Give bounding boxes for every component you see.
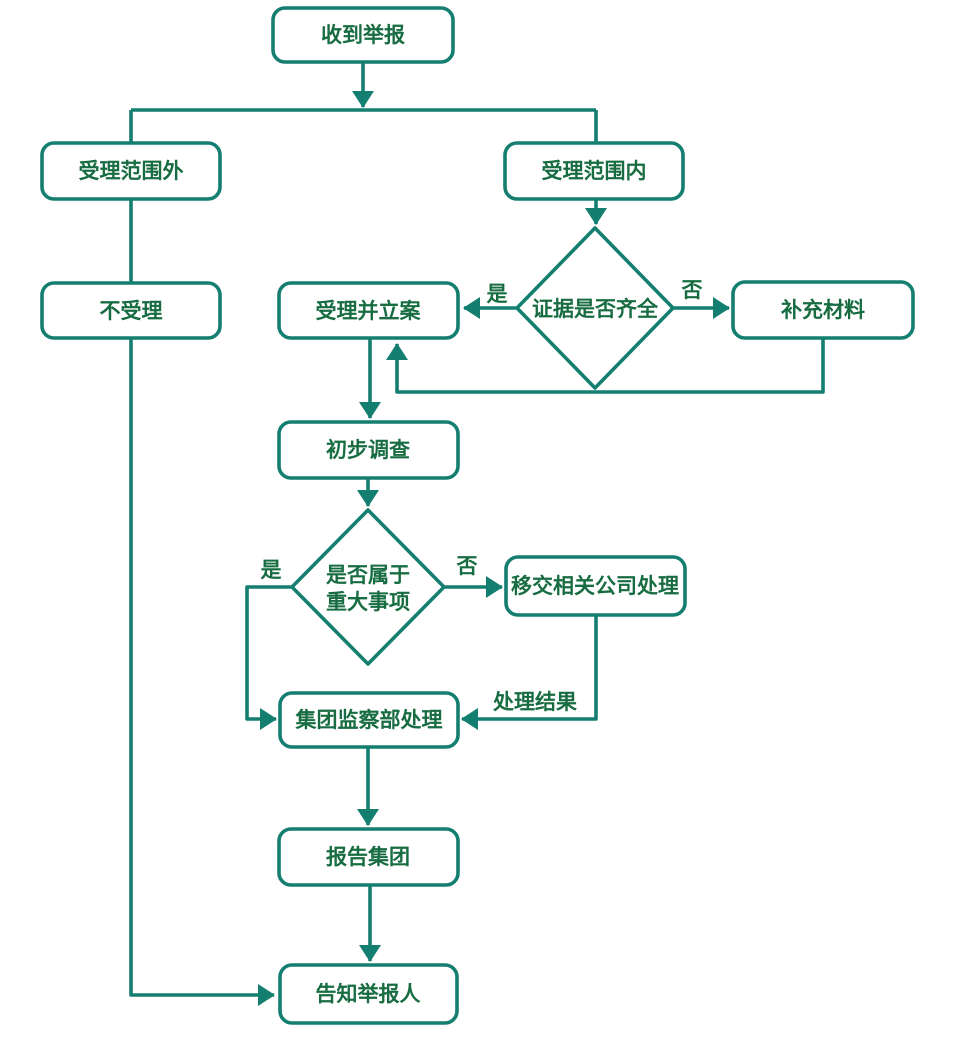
node-accept-and-file-box — [277, 281, 460, 340]
node-preliminary-investigation-box — [277, 420, 460, 480]
node-in-scope: 受理范围内 — [503, 141, 685, 201]
decision-major-matter-shape — [290, 508, 446, 666]
edge-label-transfer-result: 处理结果 — [492, 690, 577, 714]
node-group-supervision-box — [278, 691, 460, 749]
node-out-of-scope: 受理范围外 — [40, 141, 222, 201]
node-supplement-materials: 补充材料 — [731, 280, 915, 340]
node-transfer-to-company-box — [504, 555, 687, 617]
node-group-supervision-label: 集团监察部处理 — [295, 708, 443, 732]
node-accept-and-file: 受理并立案 — [277, 281, 460, 340]
node-preliminary-investigation: 初步调查 — [277, 420, 460, 480]
edge-transfer-result-to-group-supervision — [461, 615, 598, 730]
node-not-accepted-label: 不受理 — [100, 299, 163, 323]
edge-major-yes-to-group-supervision — [245, 585, 292, 730]
node-inform-reporter: 告知举报人 — [278, 963, 459, 1025]
node-out-of-scope-box — [40, 141, 222, 201]
node-group-supervision: 集团监察部处理 — [278, 691, 460, 749]
node-accept-and-file-label: 受理并立案 — [316, 299, 422, 323]
node-receive-report: 收到举报 — [271, 6, 455, 64]
node-receive-report-label: 收到举报 — [321, 23, 405, 47]
node-report-to-group-box — [277, 827, 460, 887]
node-in-scope-label: 受理范围内 — [542, 159, 647, 183]
node-preliminary-investigation-label: 初步调查 — [326, 438, 410, 462]
node-report-to-group: 报告集团 — [277, 827, 460, 887]
node-out-of-scope-label: 受理范围外 — [79, 159, 184, 183]
node-supplement-materials-label: 补充材料 — [780, 298, 865, 322]
edge-supplement-loop-to-accept-file — [386, 338, 825, 394]
decision-major-matter-label-line2: 重大事项 — [326, 590, 410, 614]
decision-major-matter: 是否属于 重大事项 — [290, 508, 446, 666]
decision-evidence-complete-label: 证据是否齐全 — [532, 297, 659, 321]
edge-label-major-no: 否 — [457, 554, 478, 578]
node-receive-report-box — [271, 6, 455, 64]
decision-evidence-complete-shape — [515, 226, 675, 390]
edge-label-major-yes: 是 — [261, 558, 282, 582]
node-transfer-to-company-label: 移交相关公司处理 — [511, 574, 679, 598]
edge-label-evidence-no: 否 — [682, 278, 703, 302]
node-inform-reporter-label: 告知举报人 — [316, 982, 421, 1006]
node-not-accepted-box — [40, 281, 222, 340]
node-report-to-group-label: 报告集团 — [326, 845, 410, 869]
node-not-accepted: 不受理 — [40, 281, 222, 340]
edge-not-accepted-to-inform — [129, 338, 275, 1006]
node-supplement-materials-box — [731, 280, 915, 340]
decision-major-matter-label-line1: 是否属于 — [326, 563, 410, 587]
decision-evidence-complete: 证据是否齐全 — [515, 226, 675, 390]
edge-label-evidence-yes: 是 — [487, 282, 508, 306]
node-in-scope-box — [503, 141, 685, 201]
node-transfer-to-company: 移交相关公司处理 — [504, 555, 687, 617]
node-inform-reporter-box — [278, 963, 459, 1025]
